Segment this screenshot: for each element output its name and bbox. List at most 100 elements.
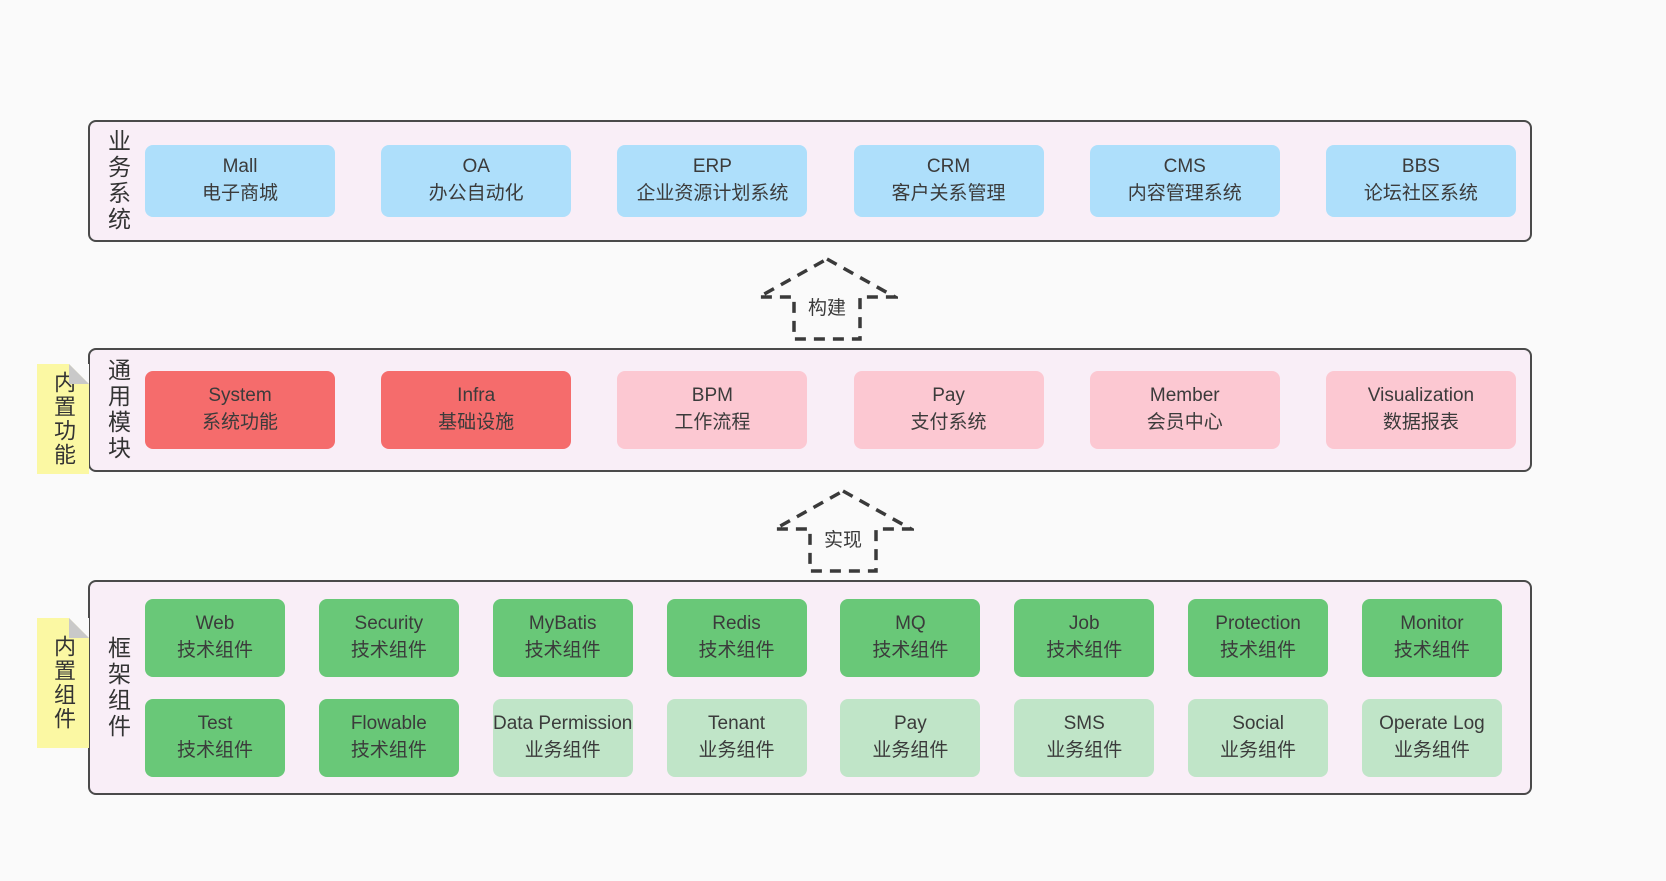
box-subtitle: 技术组件: [350, 639, 427, 661]
box-title: Social: [1232, 712, 1284, 734]
box-subtitle: 技术组件: [524, 639, 601, 661]
box-social: Social 业务组件: [1188, 698, 1329, 777]
box-subtitle: 技术组件: [176, 739, 253, 761]
box-title: Job: [1068, 612, 1100, 634]
box-title: BBS: [1401, 156, 1440, 178]
box-infra: Infra 基础设施: [381, 371, 572, 449]
box-title: Pay: [894, 712, 927, 734]
box-subtitle: 工作流程: [674, 412, 751, 433]
box-title: System: [208, 385, 272, 407]
box-title: OA: [462, 156, 490, 178]
box-title: MyBatis: [528, 612, 597, 634]
box-monitor: Monitor 技术组件: [1361, 598, 1502, 677]
box-title: Protection: [1215, 612, 1301, 634]
box-title: SMS: [1063, 712, 1105, 734]
box-subtitle: 企业资源计划系统: [636, 183, 789, 204]
box-mybatis: MyBatis 技术组件: [492, 598, 633, 677]
box-erp: ERP 企业资源计划系统: [617, 145, 808, 217]
box-mq: MQ 技术组件: [840, 598, 981, 677]
arrow-implement-label: 实现: [819, 524, 867, 554]
box-title: Test: [197, 712, 233, 734]
dashed-up-arrow-icon: [772, 488, 914, 573]
business-box-row: Mall 电子商城 OA 办公自动化 ERP 企业资源计划系统 CRM 客户关系…: [145, 122, 1530, 240]
panel-business-systems: 业务系统 Mall 电子商城 OA 办公自动化 ERP 企业资源计划系统 CRM…: [88, 120, 1532, 242]
box-title: Monitor: [1400, 612, 1464, 634]
box-subtitle: 技术组件: [350, 739, 427, 761]
box-cms: CMS 内容管理系统: [1089, 145, 1280, 217]
box-title: BPM: [691, 385, 733, 407]
box-job: Job 技术组件: [1014, 598, 1155, 677]
box-pay-component: Pay 业务组件: [840, 698, 981, 777]
common-box-row: System 系统功能 Infra 基础设施 BPM 工作流程 Pay 支付系统…: [145, 350, 1530, 470]
panel-label-business-systems: 业务系统: [104, 129, 131, 233]
sticky-note-built-in-features: 内置功能: [37, 364, 89, 474]
box-sms: SMS 业务组件: [1014, 698, 1155, 777]
box-subtitle: 技术组件: [698, 639, 775, 661]
dashed-up-arrow-icon: [756, 256, 898, 341]
box-subtitle: 业务组件: [1393, 739, 1470, 761]
box-title: Operate Log: [1379, 712, 1485, 734]
box-flowable: Flowable 技术组件: [318, 698, 459, 777]
box-pay-module: Pay 支付系统: [853, 371, 1044, 449]
arrow-build-up-icon: 构建: [756, 256, 898, 342]
box-subtitle: 技术组件: [176, 639, 253, 661]
box-crm: CRM 客户关系管理: [853, 145, 1044, 217]
box-data-permission: Data Permission 业务组件: [492, 698, 633, 777]
box-title: Tenant: [708, 712, 766, 734]
box-system: System 系统功能: [145, 371, 335, 449]
arrow-implement-up-icon: 实现: [772, 488, 914, 574]
box-subtitle: 技术组件: [1046, 639, 1123, 661]
box-subtitle: 基础设施: [438, 412, 515, 433]
framework-box-rows: Web 技术组件 Security 技术组件 MyBatis 技术组件 Redi…: [145, 582, 1530, 793]
box-subtitle: 数据报表: [1382, 412, 1459, 433]
box-title: MQ: [895, 612, 926, 634]
box-subtitle: 办公自动化: [428, 183, 524, 204]
panel-common-modules: 通用模块 System 系统功能 Infra 基础设施 BPM 工作流程 Pay…: [88, 348, 1532, 472]
box-bpm: BPM 工作流程: [617, 371, 808, 449]
box-subtitle: 支付系统: [910, 412, 987, 433]
box-title: Redis: [712, 612, 761, 634]
box-title: Pay: [932, 385, 965, 407]
box-title: Member: [1149, 385, 1220, 407]
box-title: Web: [195, 612, 235, 634]
box-subtitle: 技术组件: [1393, 639, 1470, 661]
panel-label-common-modules: 通用模块: [104, 358, 131, 462]
box-tenant: Tenant 业务组件: [666, 698, 807, 777]
box-title: Security: [354, 612, 424, 634]
box-subtitle: 业务组件: [698, 739, 775, 761]
box-subtitle: 技术组件: [872, 639, 949, 661]
box-subtitle: 会员中心: [1146, 412, 1223, 433]
panel-framework-components: 框架组件 Web 技术组件 Security 技术组件 MyBatis 技术组件…: [88, 580, 1532, 795]
box-title: Visualization: [1367, 385, 1475, 407]
box-mall: Mall 电子商城: [145, 145, 335, 217]
box-subtitle: 业务组件: [872, 739, 949, 761]
box-subtitle: 内容管理系统: [1127, 183, 1242, 204]
box-subtitle: 电子商城: [201, 183, 278, 204]
box-title: CRM: [926, 156, 971, 178]
box-title: ERP: [692, 156, 732, 178]
box-redis: Redis 技术组件: [666, 598, 807, 677]
box-title: CMS: [1163, 156, 1206, 178]
sticky-note-built-in-components: 内置组件: [37, 618, 89, 748]
box-subtitle: 客户关系管理: [891, 183, 1006, 204]
framework-row-1: Web 技术组件 Security 技术组件 MyBatis 技术组件 Redi…: [145, 598, 1502, 677]
box-security: Security 技术组件: [318, 598, 459, 677]
box-oa: OA 办公自动化: [381, 145, 572, 217]
box-subtitle: 系统功能: [201, 412, 278, 433]
framework-row-2: Test 技术组件 Flowable 技术组件 Data Permission …: [145, 698, 1502, 777]
box-title: Data Permission: [492, 712, 633, 734]
box-subtitle: 技术组件: [1220, 639, 1297, 661]
panel-label-framework-components: 框架组件: [104, 635, 131, 740]
box-operate-log: Operate Log 业务组件: [1361, 698, 1502, 777]
box-visualization: Visualization 数据报表: [1325, 371, 1516, 449]
box-title: Mall: [222, 156, 258, 178]
box-subtitle: 业务组件: [1220, 739, 1297, 761]
box-title: Infra: [457, 385, 496, 407]
box-member: Member 会员中心: [1089, 371, 1280, 449]
box-title: Flowable: [350, 712, 427, 734]
box-web: Web 技术组件: [145, 598, 285, 677]
box-subtitle: 业务组件: [524, 739, 601, 761]
box-protection: Protection 技术组件: [1188, 598, 1329, 677]
arrow-build-label: 构建: [803, 292, 851, 322]
